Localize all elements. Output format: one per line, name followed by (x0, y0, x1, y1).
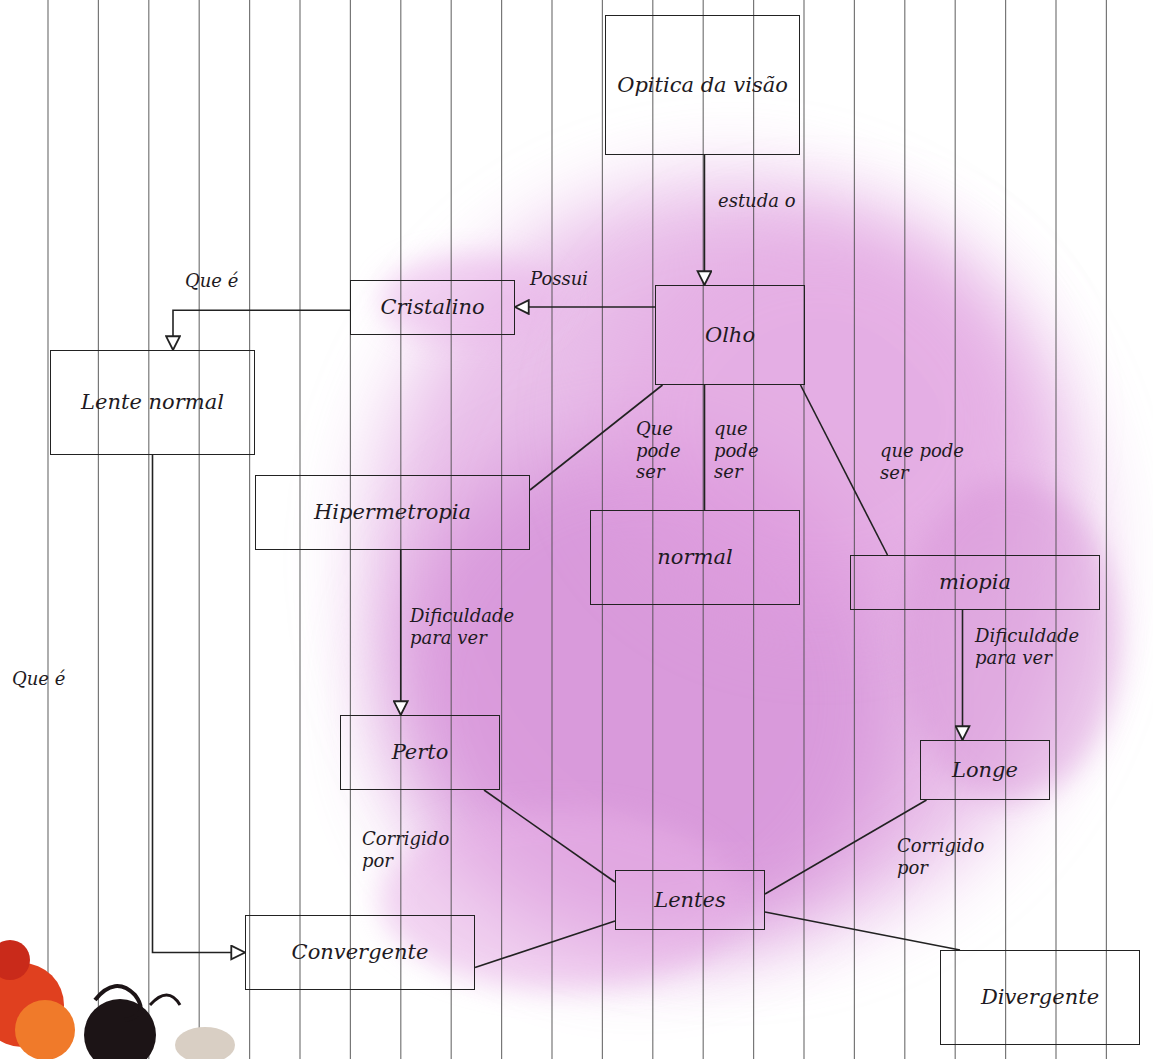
edge-label: Dificuldade para ver (410, 605, 560, 648)
connector (153, 455, 246, 953)
paper-rule (753, 0, 754, 1059)
concept-box: Cristalino (350, 280, 515, 335)
node-text: Longe (952, 757, 1018, 783)
connector (801, 385, 888, 555)
connector (484, 790, 615, 882)
connector (515, 306, 655, 308)
paper-rule (199, 0, 200, 1059)
paper-rule (854, 0, 855, 1059)
node-text: Divergente (981, 984, 1099, 1010)
paper-rule (400, 0, 401, 1059)
edge-label: Corrigido por (362, 828, 477, 871)
connector (400, 550, 402, 715)
node-text: Convergente (292, 939, 429, 965)
node-text: Olho (705, 322, 755, 348)
paper-rule (652, 0, 653, 1059)
concept-box: normal (590, 510, 800, 605)
paper-rule (1005, 0, 1006, 1059)
concept-box: Longe (920, 740, 1050, 800)
paper-rule (451, 0, 452, 1059)
paper-rule (955, 0, 956, 1059)
paper-rule (904, 0, 905, 1059)
edge-label: que pode ser (880, 440, 990, 483)
paper-rule (501, 0, 502, 1059)
paper-rule (299, 0, 300, 1059)
node-text: Opitica da visão (617, 72, 788, 98)
node-text: miopia (939, 569, 1011, 595)
paper-rule (148, 0, 149, 1059)
edge-label: Que é (185, 270, 255, 292)
paper-rule (350, 0, 351, 1059)
concept-box: Lentes (615, 870, 765, 930)
concept-box: Hipermetropia (255, 475, 530, 550)
edge-label: Possui (530, 268, 620, 290)
paper-rule (249, 0, 250, 1059)
connector (765, 912, 960, 950)
edge-label: estuda o (718, 190, 828, 212)
node-text: Lentes (654, 887, 726, 913)
paper-rule (1106, 0, 1107, 1059)
topic-box: Opitica da visão (605, 15, 800, 155)
flower-decoration (0, 940, 235, 1059)
paper-rule (551, 0, 552, 1059)
node-text: Perto (392, 739, 449, 765)
edge-label: Que é (12, 668, 82, 690)
edge-label: que pode ser (714, 418, 770, 483)
paper-rule (602, 0, 603, 1059)
connector (173, 310, 350, 350)
node-text: normal (657, 544, 732, 570)
concept-box: Lente normal (50, 350, 255, 455)
connector (962, 610, 964, 740)
connector (704, 385, 706, 510)
concept-box: Divergente (940, 950, 1140, 1045)
paper-rules (48, 0, 1106, 1059)
node-text: Hipermetropia (314, 499, 471, 525)
concept-box: Perto (340, 715, 500, 790)
watercolor-stain (370, 180, 1120, 990)
paper-rule (1055, 0, 1056, 1059)
connector (704, 155, 706, 285)
paper-rule (803, 0, 804, 1059)
concept-box: miopia (850, 555, 1100, 610)
node-text: Lente normal (81, 389, 224, 415)
connector (475, 921, 615, 968)
edge-label: Corrigido por (897, 835, 1012, 878)
node-text: Cristalino (380, 294, 484, 320)
paper-rule (47, 0, 48, 1059)
edge-label: Dificuldade para ver (975, 625, 1125, 668)
concept-box: Olho (655, 285, 805, 385)
paper-rule (98, 0, 99, 1059)
concept-box: Convergente (245, 915, 475, 990)
edge-label: Que pode ser (636, 418, 688, 483)
